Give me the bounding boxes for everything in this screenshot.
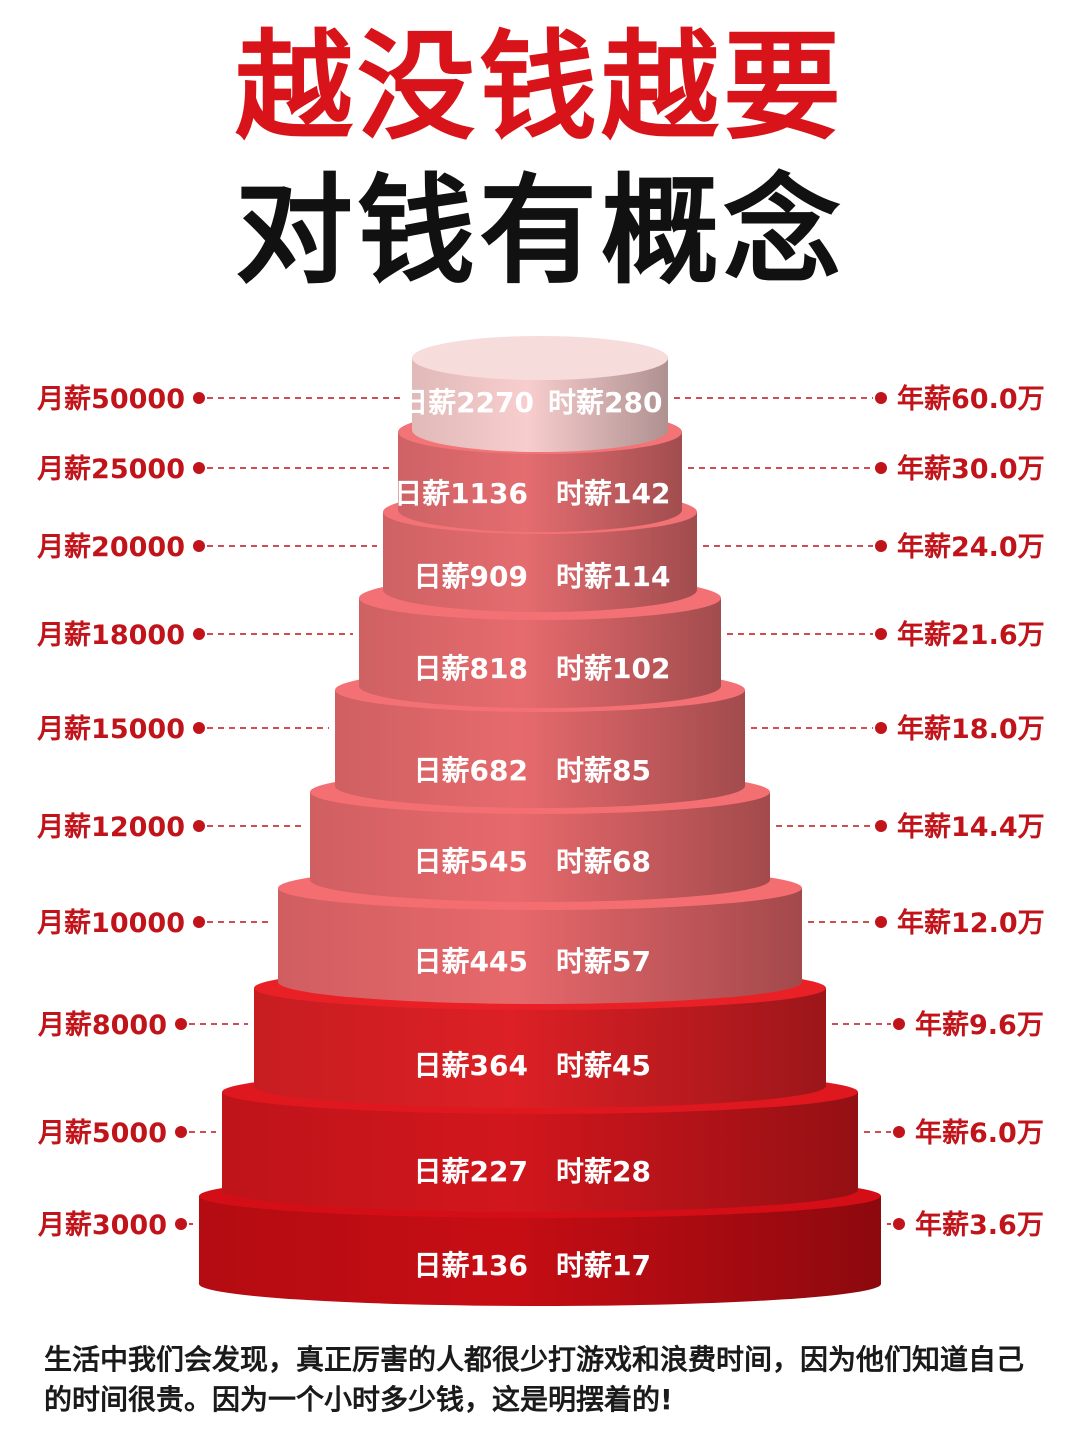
tier-side xyxy=(335,690,745,808)
tier-side xyxy=(222,1092,858,1212)
right-dot xyxy=(875,628,887,640)
monthly-label: 月薪50000 xyxy=(36,384,185,415)
annual-label: 年薪18.0万 xyxy=(897,713,1045,745)
right-dot xyxy=(893,1218,905,1230)
tier-side xyxy=(398,432,682,532)
hourly-label: 时薪28 xyxy=(556,1155,651,1188)
cake-labels: 月薪50000 年薪60.0万 日薪2270 时薪280 月薪25000 年薪30.0万日… xyxy=(36,383,1045,1282)
tier-side xyxy=(412,358,668,452)
daily-label: 日薪682 xyxy=(414,754,528,787)
daily-label: 日薪136 xyxy=(414,1249,528,1282)
monthly-label: 月薪25000 xyxy=(36,454,185,485)
right-dot xyxy=(875,722,887,734)
monthly-label: 月薪18000 xyxy=(36,620,185,651)
left-dot xyxy=(193,722,205,734)
left-dot xyxy=(175,1218,187,1230)
cake-tier-1 xyxy=(412,336,668,452)
right-dot xyxy=(875,820,887,832)
hourly-label: 时薪45 xyxy=(556,1049,651,1082)
tier-side xyxy=(199,1196,881,1306)
tier-row-1: 月薪50000 年薪60.0万 日薪2270 时薪280 xyxy=(36,383,1045,419)
annual-label: 年薪21.6万 xyxy=(897,619,1045,651)
cake-tiers xyxy=(199,336,881,1306)
hourly-label: 时薪57 xyxy=(556,945,651,978)
daily-label: 日薪818 xyxy=(414,652,528,685)
right-dot xyxy=(893,1126,905,1138)
left-dot xyxy=(193,540,205,552)
daily-label: 日薪545 xyxy=(414,845,528,878)
monthly-label: 月薪20000 xyxy=(36,532,185,563)
left-dot xyxy=(193,628,205,640)
monthly-label: 月薪12000 xyxy=(36,812,185,843)
annual-label: 年薪24.0万 xyxy=(897,531,1045,563)
annual-label: 年薪60.0万 xyxy=(897,383,1045,415)
hourly-label: 时薪102 xyxy=(556,652,670,685)
annual-label: 年薪30.0万 xyxy=(897,453,1045,485)
monthly-label: 月薪10000 xyxy=(36,908,185,939)
daily-label: 日薪227 xyxy=(414,1155,528,1188)
monthly-label: 月薪15000 xyxy=(36,714,185,745)
monthly-label: 月薪8000 xyxy=(37,1010,167,1041)
annual-label: 年薪12.0万 xyxy=(897,907,1045,939)
left-dot xyxy=(175,1126,187,1138)
hourly-label: 时薪68 xyxy=(556,845,651,878)
title-line-1: 越没钱越要 xyxy=(234,18,845,156)
footer-text: 生活中我们会发现，真正厉害的人都很少打游戏和浪费时间，因为他们知道自己的时间很贵… xyxy=(44,1343,1025,1416)
hourly-label: 时薪280 xyxy=(548,386,662,419)
hourly-label: 时薪142 xyxy=(556,477,670,510)
tier-side xyxy=(254,988,826,1108)
monthly-label: 月薪5000 xyxy=(37,1118,167,1149)
right-dot xyxy=(875,462,887,474)
hourly-label: 时薪85 xyxy=(556,754,651,787)
tier-top xyxy=(412,336,668,380)
annual-label: 年薪3.6万 xyxy=(915,1209,1044,1241)
daily-label: 日薪2270 xyxy=(400,386,534,419)
tier-side xyxy=(383,512,697,612)
annual-label: 年薪6.0万 xyxy=(915,1117,1044,1149)
monthly-label: 月薪3000 xyxy=(37,1210,167,1241)
daily-label: 日薪1136 xyxy=(394,477,528,510)
daily-label: 日薪445 xyxy=(414,945,528,978)
left-dot xyxy=(193,820,205,832)
right-dot xyxy=(875,916,887,928)
tier-side xyxy=(278,888,802,1004)
daily-label: 日薪364 xyxy=(414,1049,528,1082)
left-dot xyxy=(193,916,205,928)
annual-label: 年薪14.4万 xyxy=(897,811,1045,843)
right-dot xyxy=(893,1018,905,1030)
tier-side xyxy=(359,598,721,708)
left-dot xyxy=(193,392,205,404)
left-dot xyxy=(175,1018,187,1030)
title-line-2: 对钱有概念 xyxy=(234,162,845,300)
left-dot xyxy=(193,462,205,474)
tier-side xyxy=(310,792,770,902)
right-dot xyxy=(875,540,887,552)
hourly-label: 时薪114 xyxy=(556,560,670,593)
right-dot xyxy=(875,392,887,404)
annual-label: 年薪9.6万 xyxy=(915,1009,1044,1041)
hourly-label: 时薪17 xyxy=(556,1249,651,1282)
daily-label: 日薪909 xyxy=(414,560,528,593)
